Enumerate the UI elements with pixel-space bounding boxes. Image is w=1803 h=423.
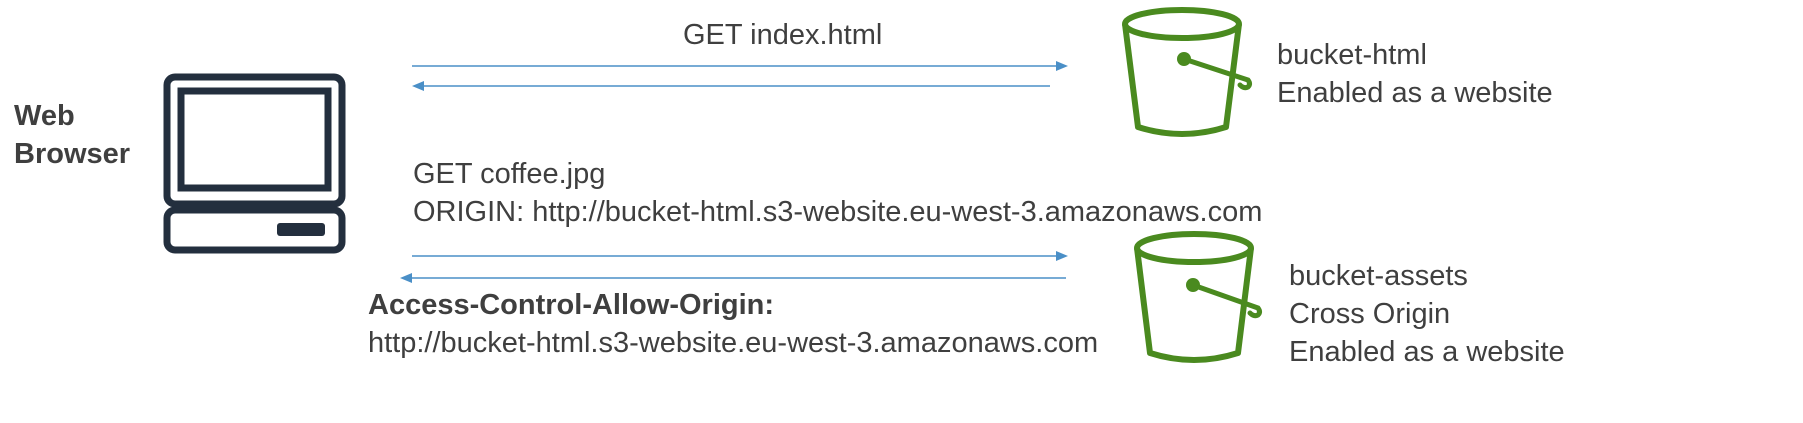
bucket-icon (1122, 7, 1252, 137)
request2-origin: ORIGIN: http://bucket-html.s3-website.eu… (413, 196, 1263, 228)
request2-line1: GET coffee.jpg (413, 158, 606, 190)
bucket-assets-cors: Cross Origin (1289, 298, 1451, 330)
response2-header: Access-Control-Allow-Origin: (368, 289, 775, 321)
response2-arrow-left (400, 273, 1066, 283)
bucket-html-status: Enabled as a website (1277, 77, 1553, 109)
request1-arrow-right (412, 61, 1068, 71)
bucket-html-name: bucket-html (1277, 39, 1427, 71)
response1-arrow-left (412, 81, 1050, 91)
bucket-icon (1134, 231, 1262, 363)
request1-label: GET index.html (683, 19, 883, 51)
request2-arrow-right (412, 251, 1068, 261)
bucket-assets-status: Enabled as a website (1289, 336, 1565, 368)
bucket-assets-name: bucket-assets (1289, 260, 1468, 292)
browser-label-line2: Browser (14, 138, 131, 170)
browser-label-line1: Web (14, 100, 75, 132)
computer-icon (163, 73, 346, 254)
response2-value: http://bucket-html.s3-website.eu-west-3.… (368, 327, 1099, 359)
